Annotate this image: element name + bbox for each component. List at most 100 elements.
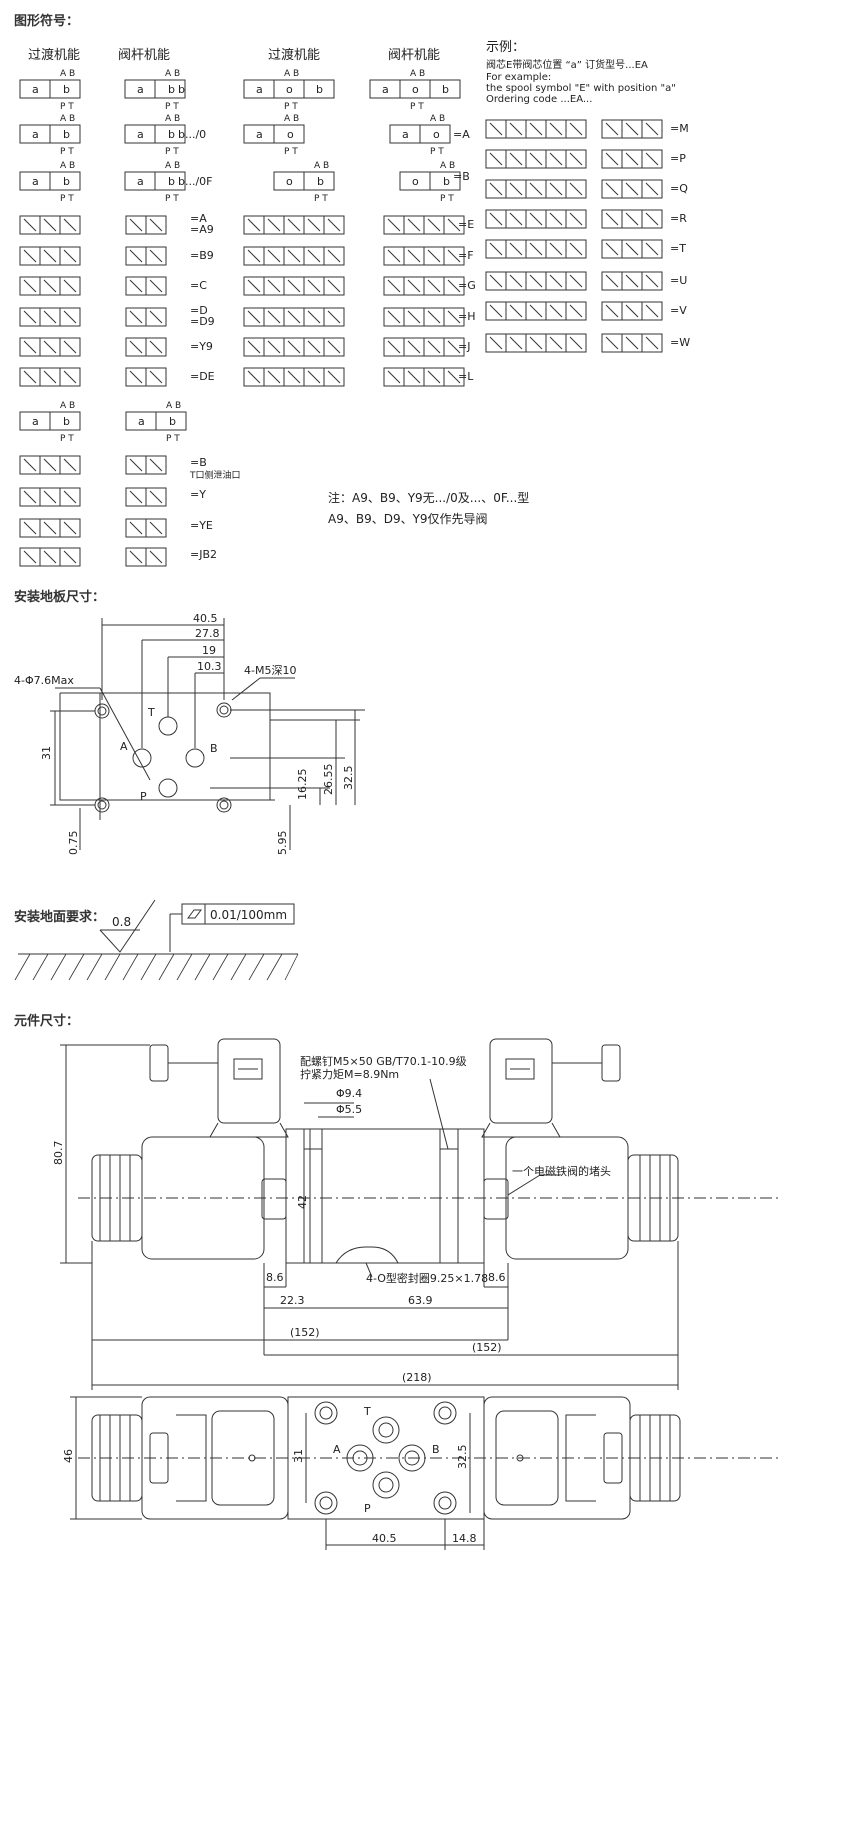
right-trans-row-3 <box>485 209 587 229</box>
dim-152-right: (152) <box>472 1341 502 1354</box>
left-code-3-1: =D9 <box>190 315 215 328</box>
plate-dim-10-3: 10.3 <box>197 660 222 673</box>
surface-requirement-diagram: 0.8 0.01/100mm <box>14 899 299 981</box>
spool-mid-1-l3: b <box>442 83 449 96</box>
plate-dim-19: 19 <box>202 644 216 657</box>
spool-mid-3-ab: A B <box>440 161 455 171</box>
mid-code-5: =L <box>458 370 474 383</box>
spool-upper-2-ab: A B <box>165 114 180 124</box>
bottom-dim-14-8: 14.8 <box>452 1532 477 1545</box>
spool-mid-2-ab: A B <box>430 114 445 124</box>
trans-mid-3 <box>273 171 335 191</box>
low-trans-row-1 <box>19 487 81 507</box>
right-spool-row-6 <box>601 301 663 321</box>
spool-lower-ab-pt: P T <box>166 434 180 444</box>
dim-63-9: 63.9 <box>408 1294 433 1307</box>
trans-upper-3-pt: P T <box>60 194 74 204</box>
spool-lower-ab-right: b <box>169 415 176 428</box>
spool-row-4 <box>125 337 167 357</box>
trans-upper-1-ab: A B <box>60 69 75 79</box>
mid-trans-row-4 <box>243 337 345 357</box>
valve-side-view: 配螺钉M5×50 GB/T70.1-10.9级 拧紧力矩M=8.9Nm Φ9.4… <box>52 1038 780 1390</box>
spool-mid-1 <box>369 79 461 99</box>
plate-port-B: B <box>210 742 218 755</box>
spool-mid-1-ab: A B <box>410 69 425 79</box>
spool-upper-3-left: a <box>137 175 144 188</box>
spool-upper-2 <box>124 124 186 144</box>
mid-trans-row-1 <box>243 246 345 266</box>
section-title-dims: 元件尺寸： <box>14 1014 80 1029</box>
spool-mid-3-right: b <box>443 175 450 188</box>
spool-upper-3-ab: A B <box>165 161 180 171</box>
spool-mid-1-l2: o <box>412 83 419 96</box>
lower-code-0: =B <box>190 456 207 469</box>
trans-row-5 <box>19 367 81 387</box>
right-spool-row-2 <box>601 179 663 199</box>
right-spool-row-5 <box>601 271 663 291</box>
right-trans-row-7 <box>485 333 587 353</box>
right-trans-row-1 <box>485 149 587 169</box>
trans-mid-1-l3: b <box>316 83 323 96</box>
dim-phi-5-5: Φ5.5 <box>336 1103 362 1116</box>
trans-upper-3-ab: A B <box>60 161 75 171</box>
trans-lower-ab-left: a <box>32 415 39 428</box>
dim-8-6-right: 8.6 <box>488 1271 506 1284</box>
bottom-port-B: B <box>432 1443 440 1456</box>
valve-bottom-view: 46 31 32.5 40.5 14.8 T A B P <box>62 1396 780 1550</box>
right-trans-row-6 <box>485 301 587 321</box>
mid-code-0: =E <box>458 218 474 231</box>
header-transition-mid: 过渡机能 <box>268 48 321 63</box>
mid-spool-row-3 <box>383 307 465 327</box>
low-spool-row-0 <box>125 455 167 475</box>
spool-upper-3-pt: P T <box>165 194 179 204</box>
trans-upper-1-left: a <box>32 83 39 96</box>
trans-upper-2-left: a <box>32 128 39 141</box>
mid-spool-row-1 <box>383 246 465 266</box>
example-line-en2: the spool symbol "E" with position "a" <box>486 83 676 94</box>
trans-upper-3-right: b <box>63 175 70 188</box>
bottom-port-P: P <box>364 1502 371 1515</box>
trans-mid-1-l1: a <box>256 83 263 96</box>
trans-mid-2-pt: P T <box>284 147 298 157</box>
dim-218: (218) <box>402 1371 432 1384</box>
spool-mid-1-pt: P T <box>410 102 424 112</box>
plate-dim-31: 31 <box>40 746 53 760</box>
trans-row-0 <box>19 215 81 235</box>
plate-dim-16-25: 16.25 <box>296 769 309 801</box>
spool-lower-ab <box>125 411 187 431</box>
left-code-1-0: =B9 <box>190 249 214 262</box>
plate-dim-32-5: 32.5 <box>342 766 355 791</box>
spool-row-0 <box>125 215 167 235</box>
spool-lower-ab-left: a <box>138 415 145 428</box>
trans-mid-3-pt: P T <box>314 194 328 204</box>
right-trans-row-0 <box>485 119 587 139</box>
section-title-plate: 安装地板尺寸： <box>14 590 106 605</box>
trans-lower-ab-ab: A B <box>60 401 75 411</box>
note-line-1: 注：A9、B9、Y9无.../0及...、0F...型 <box>328 491 530 505</box>
mid-code-4: =J <box>458 340 470 353</box>
spool-mid-2-left: a <box>402 128 409 141</box>
left-code-2-0: =C <box>190 279 207 292</box>
dim-phi-9-4: Φ9.4 <box>336 1087 362 1100</box>
trans-upper-1-right: b <box>63 83 70 96</box>
dim-152-left: (152) <box>290 1326 320 1339</box>
mid-spool-row-0 <box>383 215 465 235</box>
trans-mid-3-ab: A B <box>314 161 329 171</box>
trans-row-1 <box>19 246 81 266</box>
example-line-cn: 阀芯E带阀芯位置 “a” 订货型号...EA <box>486 60 648 71</box>
spool-upper-3 <box>124 171 186 191</box>
dim-oring: 4-O型密封圈9.25×1.78 <box>366 1271 488 1285</box>
bottom-dim-46: 46 <box>62 1449 75 1463</box>
lower-code-2: =YE <box>190 519 213 532</box>
mid-code-3: =H <box>458 310 476 323</box>
spool-mid-2 <box>389 124 451 144</box>
bottom-port-A: A <box>333 1443 341 1456</box>
mid-spool-row-4 <box>383 337 465 357</box>
header-transition-left: 过渡机能 <box>28 48 81 63</box>
bottom-dim-32-5: 32.5 <box>456 1445 469 1470</box>
plate-hole-label: 4-Φ7.6Max <box>14 674 74 687</box>
trans-mid-1-ab: A B <box>284 69 299 79</box>
trans-lower-ab-right: b <box>63 415 70 428</box>
mid-trans-row-5 <box>243 367 345 387</box>
right-spool-row-3 <box>601 209 663 229</box>
